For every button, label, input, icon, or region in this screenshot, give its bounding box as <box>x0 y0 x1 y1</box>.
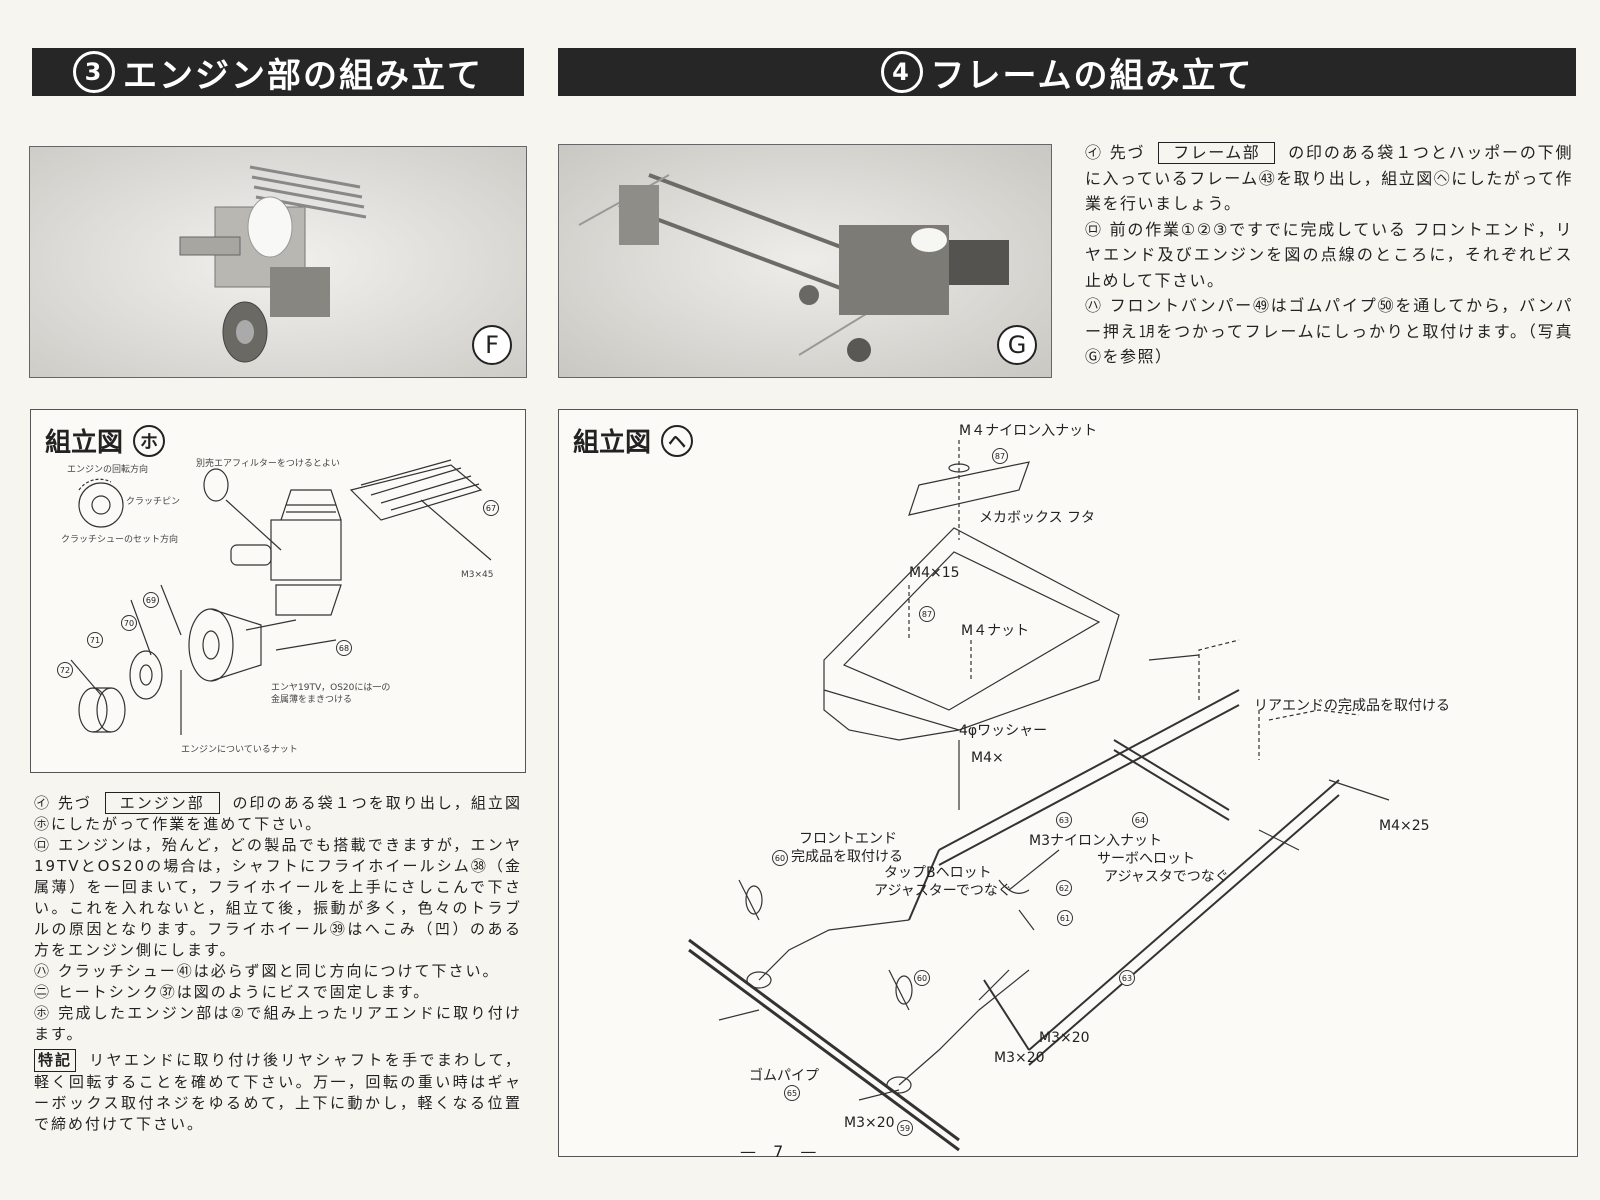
label-tap-b: タップBヘロット <box>884 865 992 881</box>
part-ref-87: 87 <box>919 606 935 622</box>
photo-label-g: G <box>997 325 1037 365</box>
engine-bag-label: エンジン部 <box>104 792 220 814</box>
label-engine-nut: エンジンについているナット <box>181 745 298 755</box>
label-m3x20-b: M3×20 <box>994 1050 1045 1066</box>
label-m4x15: M4×15 <box>909 565 960 581</box>
label-m3x20-a: M3×20 <box>1039 1030 1090 1046</box>
frame-bag-label: フレーム部 <box>1158 142 1276 164</box>
section-title: エンジン部の組み立て <box>123 55 483 96</box>
diagram-title: 組立図 ホ <box>45 422 166 459</box>
label-m4x25: M4×25 <box>1379 818 1430 834</box>
special-note: 特記 リヤエンドに取り付け後リヤシャフトを手でまわして，軽く回転することを確めて… <box>34 1049 522 1133</box>
label-rubber-pipe: ゴムパイプ <box>749 1068 819 1084</box>
instruction-ho: ㋭ 完成したエンジン部は②で組み上ったリアエンドに取り付けます。 <box>34 1004 522 1043</box>
instruction-ha: ㋩ フロントバンパー㊾はゴムパイプ㊿を通してから，バンパー押え㋀をつかってフレー… <box>1085 296 1573 366</box>
label-air-filter: 別売エアフィルターをつけるとよい <box>196 459 340 469</box>
photo-f-engine: F <box>29 146 527 378</box>
label-m4-nylon-nut: M４ナイロン入ナット <box>959 423 1098 439</box>
part-ref-60: 60 <box>772 850 788 866</box>
label-engine-rotation: エンジンの回転方向 <box>67 465 149 475</box>
frame-instructions: ㋑ 先づ フレーム部 の印のある袋１つとハッポーの下側に入っているフレーム㊸を取… <box>1085 140 1573 370</box>
label-adjuster: アジャスターでつなぐ <box>874 883 1012 899</box>
frame-assembly-drawing <box>688 440 1390 1152</box>
label-shim-note-1: エンヤ19TV，OS20には一の <box>271 683 391 693</box>
page-number: — 7 — <box>740 1142 823 1161</box>
part-ref-70: 70 <box>121 615 137 631</box>
label-washer: 4φワッシャー <box>959 723 1048 739</box>
assembly-diagram-he: 組立図 ヘ <box>558 409 1578 1157</box>
part-ref-72: 72 <box>57 662 73 678</box>
photo-g-frame: G <box>558 144 1052 378</box>
part-ref-63: 63 <box>1056 812 1072 828</box>
assembly-diagram-ho: 組立図 ホ エンジンの回転方 <box>30 409 526 773</box>
label-servo-adjuster: アジャスタでつなぐ <box>1104 869 1229 885</box>
section-number: 4 <box>880 51 923 93</box>
label-front-end-2: 完成品を取付ける <box>791 849 903 865</box>
part-ref-67: 67 <box>483 500 499 516</box>
engine-instructions: ㋑ 先づ エンジン部 の印のある袋１つを取り出し，組立図㋭にしたがって作業を進め… <box>34 792 522 1135</box>
part-ref-87: 87 <box>992 448 1008 464</box>
label-shim-note-2: 金属薄をまきつける <box>271 695 353 705</box>
label-m4x: M4× <box>971 750 1004 766</box>
instruction-ro: ㋺ 前の作業①②③ですでに完成している フロントエンド，リヤエンド及びエンジンを… <box>1085 219 1573 290</box>
section-number: 3 <box>73 51 115 93</box>
label-m3x20-c: M3×20 <box>844 1115 895 1131</box>
part-ref-71: 71 <box>87 632 103 648</box>
label-front-end-1: フロントエンド <box>799 831 897 847</box>
diagram-symbol: ヘ <box>661 424 694 457</box>
instruction-ro: ㋺ エンジンは，殆んど，どの製品でも搭載できますが，エンヤ19TVとOS20の場… <box>34 836 522 959</box>
part-ref-61: 61 <box>1057 910 1073 926</box>
part-ref-60: 60 <box>914 970 930 986</box>
part-ref-65: 65 <box>784 1085 800 1101</box>
part-ref-64: 64 <box>1132 812 1148 828</box>
instruction-ha: ㋩ クラッチシュー㊶は必らず図と同じ方向につけて下さい。 <box>34 962 500 980</box>
label-clutch-pin: クラッチピン <box>126 497 181 507</box>
label-clutch-shoe-direction: クラッチシューのセット方向 <box>61 535 179 545</box>
diagram-title: 組立図 ヘ <box>573 422 694 459</box>
diagram-symbol: ホ <box>133 424 166 457</box>
section-banner-engine: 3 エンジン部の組み立て <box>32 48 524 96</box>
label-m3-nylon-nut: M3ナイロン入ナット <box>1029 833 1162 849</box>
part-ref-69: 69 <box>143 592 159 608</box>
instruction-i: ㋑ 先づ エンジン部 の印のある袋１つを取り出し，組立図㋭にしたがって作業を進め… <box>34 792 522 833</box>
special-note-label: 特記 <box>34 1049 77 1072</box>
part-ref-62: 62 <box>1056 880 1072 896</box>
label-servo-rod: サーボへロット <box>1097 851 1195 867</box>
label-m4-nut: M４ナット <box>961 623 1030 639</box>
frame-photo-illustration <box>559 145 1051 377</box>
instruction-ni: ㊁ ヒートシンク㊲は図のようにビスで固定します。 <box>34 983 431 1001</box>
photo-label-f: F <box>472 325 512 365</box>
part-ref-63: 63 <box>1119 970 1135 986</box>
section-banner-frame: 4 フレームの組み立て <box>558 48 1576 96</box>
engine-photo-illustration <box>30 147 526 377</box>
instruction-i: ㋑ 先づ フレーム部 の印のある袋１つとハッポーの下側に入っているフレーム㊸を取… <box>1085 142 1573 213</box>
label-rear-end: リアエンドの完成品を取付ける <box>1254 698 1450 714</box>
section-title: フレームの組み立て <box>930 55 1254 96</box>
engine-assembly-drawing <box>70 459 492 735</box>
label-screw-size: M3×45 <box>461 570 494 580</box>
label-mecha-box-lid: メカボックス フタ <box>979 510 1096 526</box>
part-ref-68: 68 <box>336 640 352 656</box>
part-ref-59: 59 <box>897 1120 913 1136</box>
